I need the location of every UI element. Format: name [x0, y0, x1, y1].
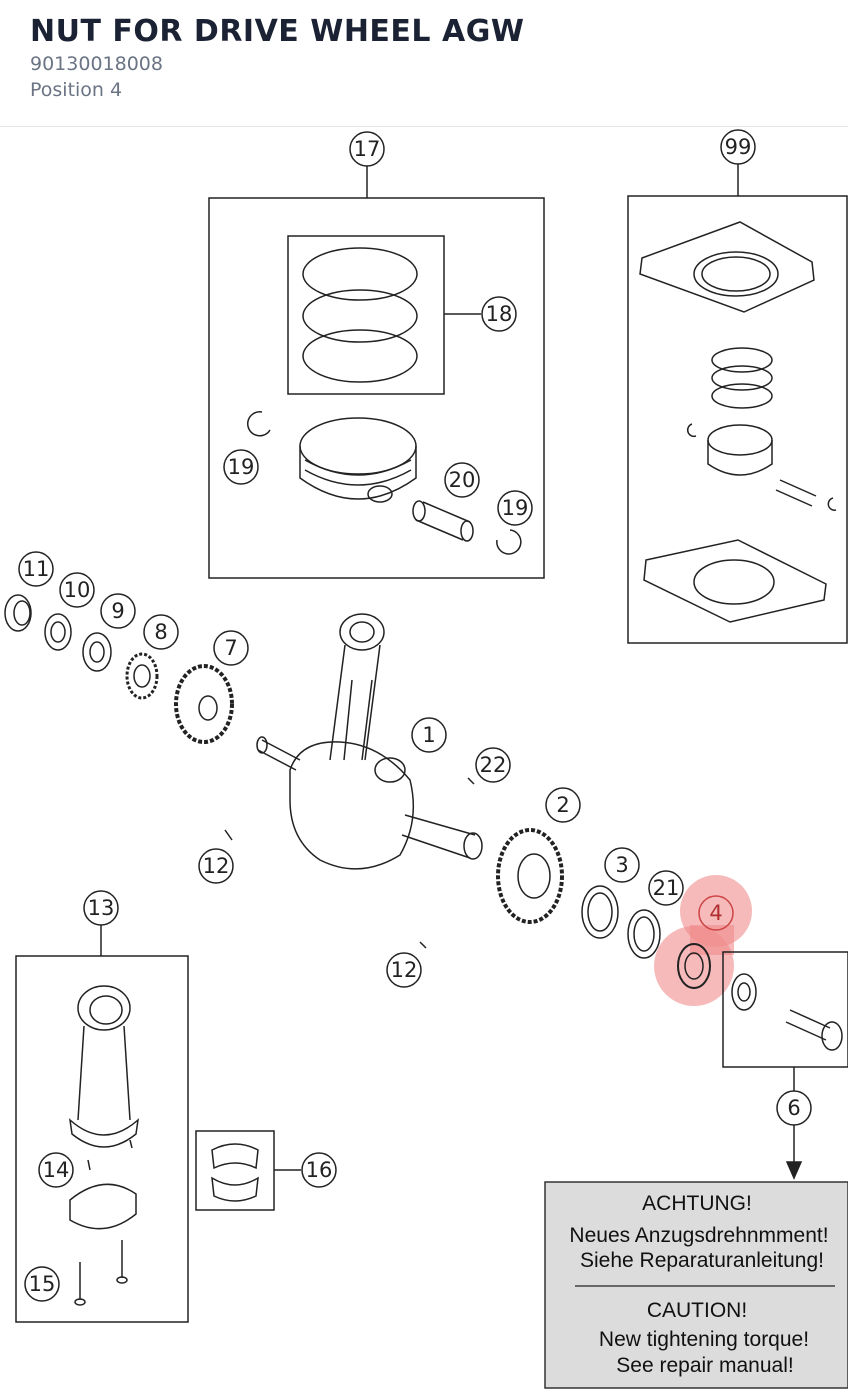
- callout-1[interactable]: 1: [411, 717, 447, 753]
- svg-text:12: 12: [203, 854, 230, 878]
- gasket-set-group: [627, 164, 848, 644]
- callout-15[interactable]: 15: [24, 1266, 60, 1302]
- callout-22[interactable]: 22: [475, 747, 511, 783]
- selected-part-highlight: [654, 875, 752, 1006]
- callout-16[interactable]: 16: [301, 1152, 337, 1188]
- part-title: NUT FOR DRIVE WHEEL AGW: [30, 14, 525, 49]
- svg-text:22: 22: [480, 753, 507, 777]
- svg-text:14: 14: [43, 1158, 70, 1182]
- warning-line1-en: New tightening torque!: [599, 1328, 809, 1351]
- warning-line2-de: Siehe Reparaturanleitung!: [580, 1249, 824, 1272]
- callout-19-right[interactable]: 19: [497, 490, 533, 526]
- svg-text:1: 1: [422, 723, 435, 747]
- callout-7[interactable]: 7: [213, 630, 249, 666]
- svg-text:12: 12: [391, 958, 418, 982]
- piston-kit-group: [208, 166, 545, 579]
- callout-6[interactable]: 6: [776, 1090, 812, 1126]
- callout-2[interactable]: 2: [545, 787, 581, 823]
- bolt-kit-group: [722, 951, 848, 1180]
- crankshaft: [224, 613, 483, 870]
- part-position: Position 4: [30, 79, 123, 101]
- svg-text:6: 6: [787, 1096, 800, 1120]
- bearing-shells-group: [195, 1130, 301, 1211]
- svg-text:16: 16: [306, 1158, 333, 1182]
- callout-9[interactable]: 9: [100, 593, 136, 629]
- callout-12-lower[interactable]: 12: [386, 952, 422, 988]
- svg-text:3: 3: [615, 853, 628, 877]
- right-gear-washers: [419, 828, 711, 989]
- callout-10[interactable]: 10: [59, 572, 95, 608]
- svg-text:11: 11: [23, 557, 50, 581]
- warning-line1-de: Neues Anzugsdrehnmment!: [569, 1224, 828, 1247]
- svg-text:4: 4: [709, 901, 722, 925]
- callout-21[interactable]: 21: [648, 870, 684, 906]
- svg-text:21: 21: [653, 876, 680, 900]
- callout-20[interactable]: 20: [444, 462, 480, 498]
- part-number: 90130018008: [30, 53, 163, 75]
- svg-text:9: 9: [111, 599, 124, 623]
- svg-text:19: 19: [502, 496, 529, 520]
- callout-14[interactable]: 14: [38, 1152, 74, 1188]
- svg-text:99: 99: [725, 135, 752, 159]
- svg-text:15: 15: [29, 1272, 56, 1296]
- svg-text:2: 2: [556, 793, 569, 817]
- svg-text:20: 20: [449, 468, 476, 492]
- svg-text:8: 8: [154, 620, 167, 644]
- left-washers-gears: [4, 594, 234, 744]
- svg-text:13: 13: [88, 896, 115, 920]
- part-header: NUT FOR DRIVE WHEEL AGW 90130018008 Posi…: [0, 0, 848, 127]
- warning-title-en: CAUTION!: [647, 1299, 747, 1322]
- callout-12-upper[interactable]: 12: [198, 848, 234, 884]
- warning-title-de: ACHTUNG!: [642, 1192, 752, 1215]
- svg-text:18: 18: [486, 302, 513, 326]
- callout-4-selected[interactable]: 4: [698, 895, 734, 931]
- svg-text:17: 17: [354, 137, 381, 161]
- callout-3[interactable]: 3: [604, 847, 640, 883]
- callout-18[interactable]: 18: [481, 296, 517, 332]
- torque-warning-box: ACHTUNG! Neues Anzugsdrehnmment! Siehe R…: [544, 1181, 848, 1389]
- callout-99[interactable]: 99: [720, 129, 756, 165]
- warning-line2-en: See repair manual!: [616, 1354, 793, 1377]
- callout-19[interactable]: 19: [223, 449, 259, 485]
- conrod-group: [15, 925, 189, 1323]
- callout-13[interactable]: 13: [83, 890, 119, 926]
- svg-text:7: 7: [224, 636, 237, 660]
- svg-text:19: 19: [228, 455, 255, 479]
- svg-text:10: 10: [64, 578, 91, 602]
- callout-8[interactable]: 8: [143, 614, 179, 650]
- callout-11[interactable]: 11: [18, 551, 54, 587]
- callout-17[interactable]: 17: [349, 131, 385, 167]
